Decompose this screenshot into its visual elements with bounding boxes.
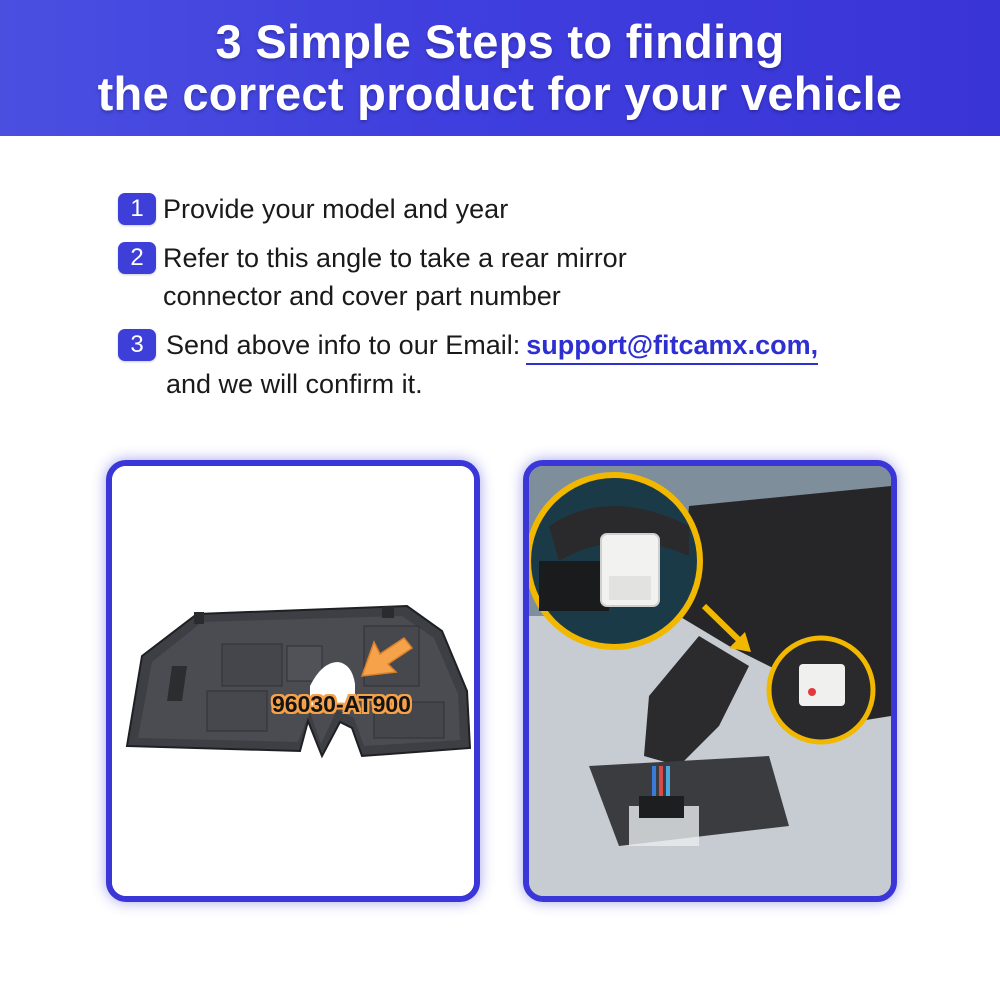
step-3-line-1: Send above info to our Email:support@fit… <box>166 326 819 365</box>
header-banner: 3 Simple Steps to finding the correct pr… <box>0 0 1000 136</box>
mirror-cover-photo <box>112 466 474 896</box>
step-3-line-1-prefix: Send above info to our Email: <box>166 330 521 360</box>
step-2-text: Refer to this angle to take a rear mirro… <box>163 239 627 315</box>
banner-title-line-1: 3 Simple Steps to finding <box>215 15 785 68</box>
connector-photo <box>529 466 891 896</box>
step-2: 2 Refer to this angle to take a rear mir… <box>118 239 627 315</box>
part-number-label: 96030-AT900 <box>272 691 411 717</box>
step-2-badge: 2 <box>118 242 156 274</box>
step-1-text: Provide your model and year <box>163 190 508 228</box>
step-1-line-1: Provide your model and year <box>163 194 509 224</box>
step-3-badge: 3 <box>118 329 156 361</box>
step-1: 1 Provide your model and year <box>118 190 508 228</box>
mirror-cover-image-card: 96030-AT900 <box>106 460 480 902</box>
step-3-line-2: and we will confirm it. <box>166 369 423 399</box>
banner-title-line-2: the correct product for your vehicle <box>97 67 903 120</box>
step-2-line-1: Refer to this angle to take a rear mirro… <box>163 243 627 273</box>
step-3: 3 Send above info to our Email:support@f… <box>118 326 819 403</box>
connector-photo-card <box>523 460 897 902</box>
step-2-line-2: connector and cover part number <box>163 281 561 311</box>
step-3-text: Send above info to our Email:support@fit… <box>166 326 819 403</box>
support-email-link[interactable]: support@fitcamx.com, <box>526 327 819 365</box>
step-1-badge: 1 <box>118 193 156 225</box>
